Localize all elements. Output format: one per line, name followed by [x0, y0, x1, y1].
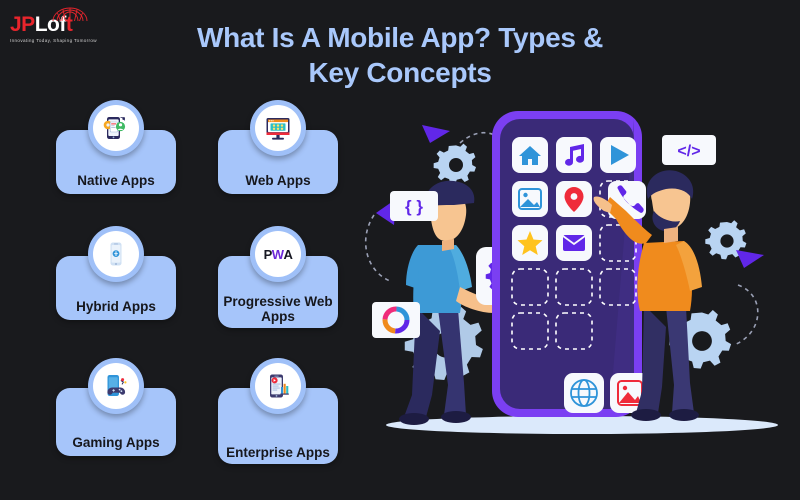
card-badge	[88, 226, 144, 282]
logo-text-t: t	[65, 13, 73, 36]
logo-text-jp: JP	[10, 13, 35, 36]
app-icon-maps[interactable]	[556, 181, 592, 217]
right-leg-back	[636, 305, 666, 413]
web-app-monitor-icon	[255, 105, 301, 151]
app-slot-empty-6	[555, 312, 593, 350]
left-neck	[442, 239, 454, 251]
arrow-icon-topleft	[422, 125, 450, 143]
pwa-letter-w: W	[271, 246, 284, 262]
card-native-apps[interactable]: Native Apps	[56, 100, 176, 194]
right-shoe-front	[669, 409, 699, 421]
app-slot-empty-3	[555, 268, 593, 306]
dash-arc-right	[733, 284, 759, 346]
card-badge	[250, 100, 306, 156]
right-sleeve-back	[676, 241, 702, 291]
left-shoe-front	[441, 411, 471, 423]
left-leg-front	[438, 309, 466, 415]
mobile-app-illustration: { } </>	[360, 95, 800, 455]
app-icon-gallery[interactable]	[512, 181, 548, 217]
card-label: Enterprise Apps	[226, 444, 330, 460]
brand-logo: JPLoft Innovating Today, Shaping Tomorro…	[10, 7, 120, 43]
card-gaming-apps[interactable]: Gaming Apps	[56, 358, 176, 456]
code-tag-card: </>	[662, 135, 716, 165]
right-hand-raised	[593, 196, 612, 213]
dash-arc-left	[365, 214, 391, 282]
card-enterprise-apps[interactable]: Enterprise Apps	[218, 358, 338, 464]
card-label: Gaming Apps	[72, 434, 160, 450]
donut-chart-card	[372, 302, 420, 338]
gaming-controller-icon	[93, 363, 139, 409]
right-neck	[664, 227, 678, 243]
app-slot-empty-4	[599, 268, 637, 306]
right-hair	[646, 170, 694, 199]
right-leg-front	[666, 307, 694, 413]
app-icon-home[interactable]	[512, 137, 548, 173]
page-title: What Is A Mobile App? Types & Key Concep…	[180, 20, 620, 90]
card-badge	[88, 100, 144, 156]
card-badge	[250, 358, 306, 414]
curly-braces-text: { }	[405, 197, 423, 216]
app-icon-favorites[interactable]	[512, 225, 548, 261]
donut-chart-icon	[382, 306, 410, 334]
card-label: Hybrid Apps	[76, 298, 156, 314]
right-shoe-back	[631, 409, 661, 421]
left-forearm	[456, 287, 496, 313]
code-tag-text: </>	[677, 143, 700, 160]
page-title-line-2: Key Concepts	[308, 57, 492, 88]
card-label: Web Apps	[245, 172, 311, 188]
arrow-icon-right	[736, 250, 764, 268]
phone-mockup	[492, 111, 642, 417]
hybrid-app-phone-icon	[93, 231, 139, 277]
app-slot-empty-2	[511, 268, 549, 306]
gear-icon-topleft	[433, 143, 476, 185]
card-label: Progressive Web Apps	[223, 293, 333, 324]
right-beard	[652, 211, 680, 232]
brand-tagline: Innovating Today, Shaping Tomorrow	[10, 38, 97, 43]
card-badge	[88, 358, 144, 414]
card-hybrid-apps[interactable]: Hybrid Apps	[56, 226, 176, 320]
developer-right-character	[593, 170, 702, 421]
app-slot-empty-5	[511, 312, 549, 350]
app-slot-empty-1	[599, 224, 637, 262]
app-icon-video[interactable]	[600, 137, 636, 173]
enterprise-analytics-icon	[255, 363, 301, 409]
pwa-letter-p: P	[263, 246, 273, 262]
logo-text-f: f	[59, 13, 66, 36]
logo-dome-icon	[52, 7, 88, 21]
left-shirt	[413, 245, 463, 313]
pwa-letter-a: A	[283, 246, 293, 262]
app-icon-music[interactable]	[556, 137, 592, 173]
card-label: Native Apps	[77, 172, 155, 188]
page-title-line-1: What Is A Mobile App? Types &	[196, 22, 604, 53]
app-icon-mail[interactable]	[556, 225, 592, 261]
curly-braces-card: { }	[390, 191, 438, 221]
left-shoe-back	[399, 413, 429, 425]
app-icon-browser-floating[interactable]	[564, 373, 604, 413]
left-leg-back	[404, 307, 440, 417]
left-sleeve-front	[450, 245, 472, 291]
right-arm-raised	[604, 197, 652, 244]
card-web-apps[interactable]: Web Apps	[218, 100, 338, 194]
left-sleeve-back	[406, 245, 424, 289]
right-shirt	[637, 241, 692, 311]
brand-wordmark: JPLoft	[10, 7, 120, 36]
gear-icon-topright	[705, 220, 747, 260]
native-app-phone-icon	[93, 105, 139, 151]
